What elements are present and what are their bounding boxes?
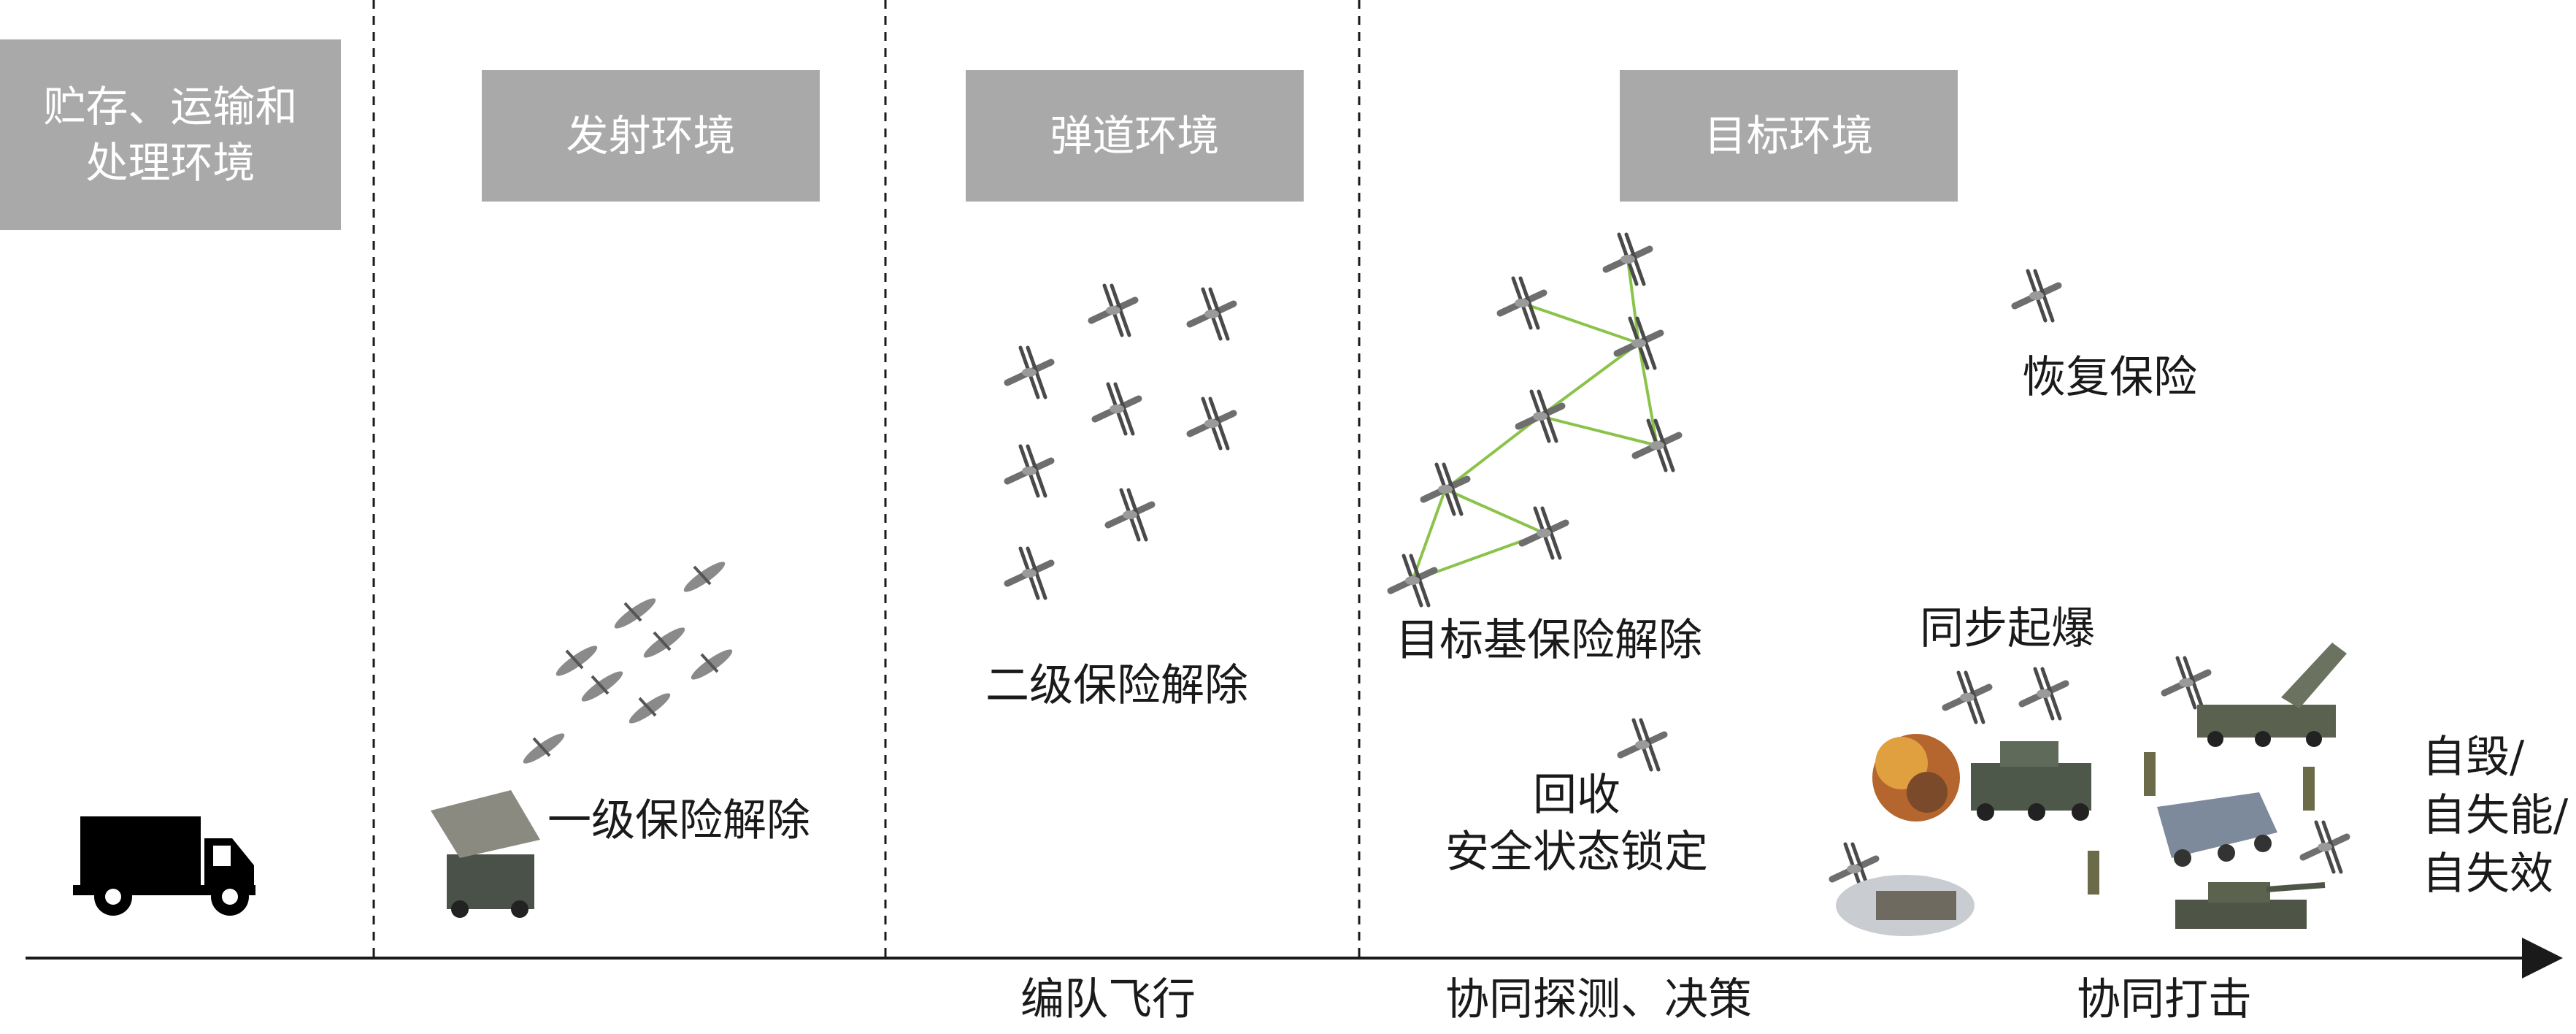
phase-header-target: 目标环境 — [1620, 70, 1958, 202]
swarm-drones — [1391, 234, 2058, 770]
timeline-label-formation: 编队飞行 — [1020, 974, 1196, 1025]
phase-title-ballistic: 弹道环境 — [1050, 110, 1220, 161]
label-self-destruct-line2: 自失能/ — [2422, 789, 2569, 841]
label-recover: 回收 安全状态锁定 — [1387, 767, 1766, 881]
phase-header-launch: 发射环境 — [482, 70, 820, 202]
timeline-label-strike: 协同打击 — [2077, 974, 2252, 1025]
timeline-label-detection: 协同探测、决策 — [1445, 974, 1752, 1025]
formation-drones — [1007, 286, 1234, 598]
phase-title-storage-line2: 处理环境 — [85, 137, 255, 188]
label-self-destruct-line3: 自失效 — [2422, 848, 2553, 900]
phase-header-ballistic: 弹道环境 — [966, 70, 1304, 202]
label-self-destruct: 自毁/ 自失能/ 自失效 — [2422, 729, 2568, 903]
phase-title-launch: 发射环境 — [566, 110, 736, 161]
truck-icon — [73, 816, 255, 916]
label-first-arm: 一级保险解除 — [547, 795, 810, 846]
launcher-vehicle-icon — [431, 790, 540, 918]
strike-scene — [1832, 643, 2347, 936]
label-sync-detonate: 同步起爆 — [1920, 603, 2095, 654]
label-recover-line1: 回收 — [1533, 770, 1620, 821]
label-recover-safe: 恢复保险 — [2022, 352, 2197, 403]
label-recover-line2: 安全状态锁定 — [1445, 827, 1708, 878]
phase-title-target: 目标环境 — [1704, 110, 1874, 161]
label-self-destruct-line1: 自毁/ — [2422, 732, 2525, 783]
label-second-arm: 二级保险解除 — [985, 660, 1248, 711]
launched-missiles — [518, 556, 737, 770]
phase-header-storage: 贮存、运输和 处理环境 — [0, 39, 341, 230]
phase-title-storage-line1: 贮存、运输和 — [43, 81, 298, 131]
label-target-arm: 目标基保险解除 — [1396, 615, 1702, 666]
